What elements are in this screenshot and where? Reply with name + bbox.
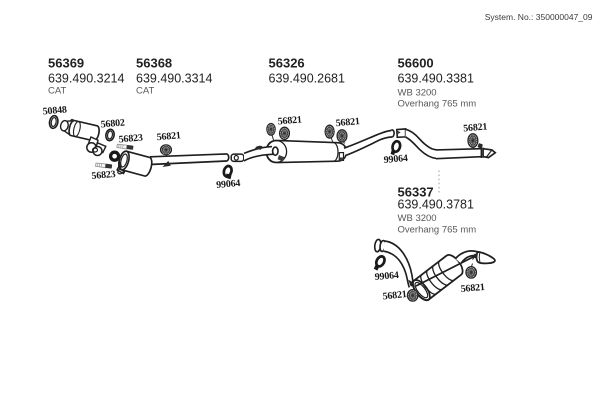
svg-text:System. No.: 350000047_09: System. No.: 350000047_09 — [485, 12, 593, 22]
svg-text:Overhang 765 mm: Overhang 765 mm — [398, 225, 477, 236]
svg-text:WB 3200: WB 3200 — [398, 88, 437, 99]
svg-text:56337: 56337 — [398, 185, 434, 200]
svg-text:56600: 56600 — [398, 56, 434, 71]
svg-text:639.490.3314: 639.490.3314 — [136, 72, 213, 86]
svg-text:56821: 56821 — [382, 289, 407, 302]
svg-text:56821: 56821 — [460, 282, 485, 295]
svg-text:56821: 56821 — [463, 121, 488, 134]
svg-text:56821: 56821 — [156, 130, 181, 143]
svg-text:639.490.2681: 639.490.2681 — [269, 72, 346, 86]
svg-text:56369: 56369 — [48, 56, 84, 71]
svg-text:99064: 99064 — [216, 178, 241, 191]
svg-text:56326: 56326 — [269, 56, 305, 71]
svg-text:639.490.3381: 639.490.3381 — [398, 72, 475, 86]
svg-text:99064: 99064 — [383, 153, 408, 166]
svg-text:56802: 56802 — [100, 117, 125, 130]
svg-text:Overhang 765 mm: Overhang 765 mm — [398, 99, 477, 110]
svg-text:99064: 99064 — [374, 270, 399, 283]
svg-text:50848: 50848 — [42, 104, 67, 117]
svg-text:WB 3200: WB 3200 — [398, 213, 437, 224]
svg-text:56823: 56823 — [91, 169, 116, 182]
svg-text:56823: 56823 — [118, 132, 143, 145]
svg-text:639.490.3781: 639.490.3781 — [398, 198, 475, 212]
svg-text:56368: 56368 — [136, 56, 172, 71]
svg-text:56821: 56821 — [335, 116, 360, 129]
svg-text:CAT: CAT — [136, 86, 154, 97]
svg-text:639.490.3214: 639.490.3214 — [48, 72, 125, 86]
svg-text:CAT: CAT — [48, 86, 66, 97]
svg-text:56821: 56821 — [277, 114, 302, 127]
